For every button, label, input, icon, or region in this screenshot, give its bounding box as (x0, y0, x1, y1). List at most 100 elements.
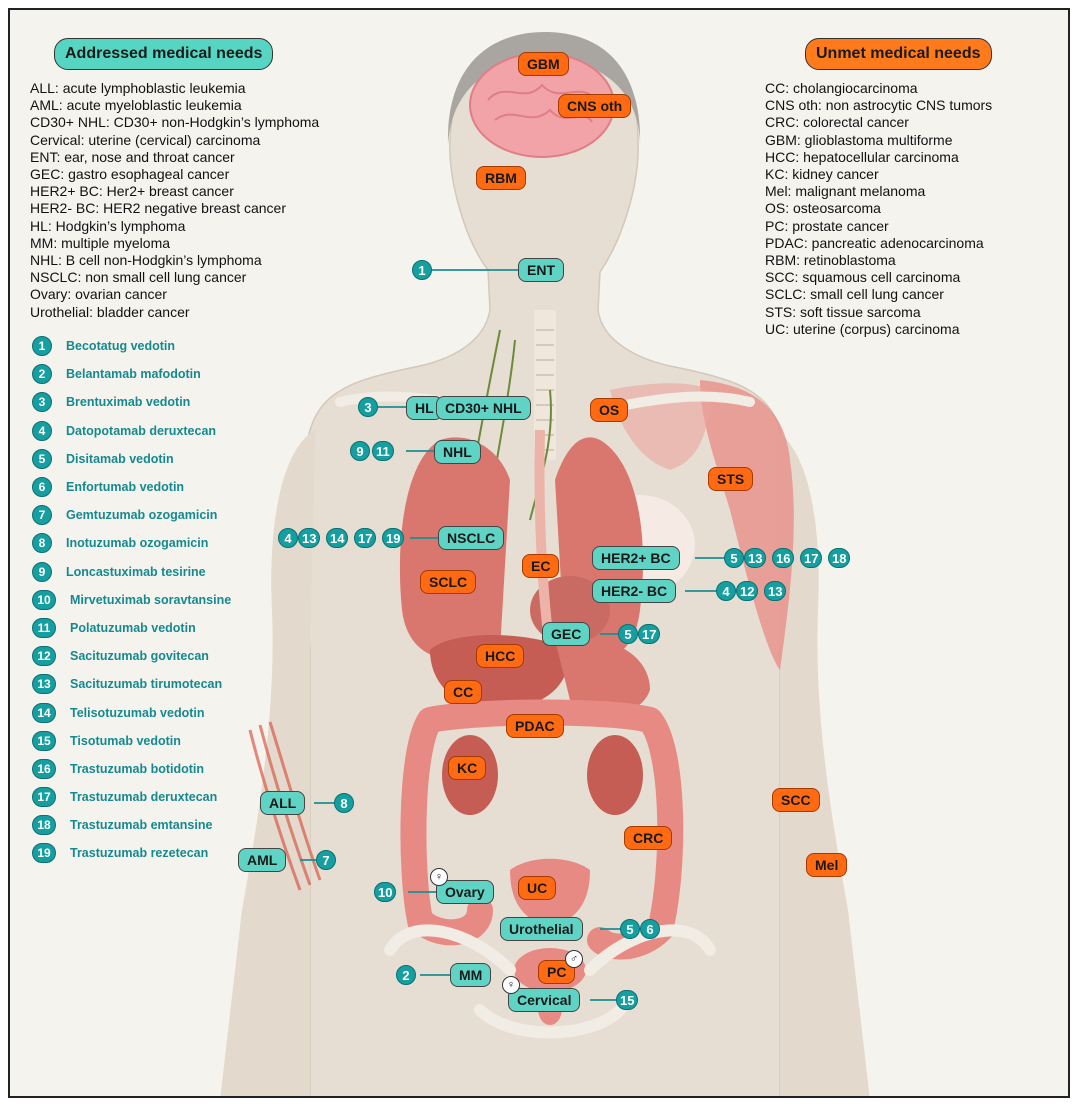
female-symbol-icon: ♀ (502, 976, 520, 994)
abbr-item: CC: cholangiocarcinoma (765, 80, 918, 96)
drug-name: Sacituzumab tirumotecan (70, 677, 223, 692)
drug-name: Inotuzumab ozogamicin (66, 536, 209, 551)
drug-number: 10 (32, 589, 56, 610)
drug-number: 15 (32, 730, 56, 751)
her2-positive-drug-pill: 13 (744, 548, 767, 568)
drug-number: 11 (32, 617, 56, 638)
right-kidney (587, 735, 643, 815)
drug-name: Mirvetuximab soravtansine (70, 592, 232, 607)
drug-number: 13 (32, 674, 56, 695)
unmet-label-uc: UC (518, 876, 557, 900)
abbr-item: CD30+ NHL: CD30+ non-Hodgkin’s lymphoma (30, 114, 320, 131)
addressed-label-her2-negative-bc: HER2- BC (592, 579, 677, 603)
abbr-item: HER2- BC: HER2 negative breast cancer (30, 200, 286, 217)
nsclc-drug-pill: 17 (354, 528, 377, 548)
her2-negative-drug-pill: 13 (764, 581, 787, 601)
addressed-label-gec: GEC (542, 622, 591, 646)
drug-number: 4 (32, 420, 52, 441)
drug-name: Belantamab mafodotin (66, 367, 201, 382)
drug-legend-item: 10 Mirvetuximab soravtansine (32, 586, 231, 614)
addressed-label-nsclc: NSCLC (438, 526, 505, 550)
drug-number: 6 (32, 477, 52, 498)
unmet-label-ec: EC (522, 554, 560, 578)
drug-legend-item: 6 Enfortumab vedotin (32, 473, 231, 501)
abbr-item: MM: multiple myeloma (30, 234, 171, 251)
abbr-item: PC: prostate cancer (765, 217, 889, 234)
her2-negative-drug-pill: 12 (736, 581, 759, 601)
hl-drug-pill: 3 (358, 397, 378, 417)
addressed-label-urothelial: Urothelial (500, 917, 583, 941)
drug-number: 16 (32, 758, 56, 779)
abbr-item: GEC: gastro esophageal cancer (30, 166, 230, 183)
unmet-label-os: OS (590, 398, 629, 422)
abbr-item: HL: Hodgkin’s lymphoma (30, 217, 186, 234)
ovary-drug-pill: 10 (374, 882, 397, 902)
drug-number: 19 (32, 843, 56, 864)
abbr-item: SCC: squamous cell carcinoma (765, 269, 961, 286)
drug-name: Trastuzumab emtansine (70, 818, 213, 833)
abbr-item: Mel: malignant melanoma (765, 183, 926, 200)
drug-legend-item: 16 Trastuzumab botidotin (32, 755, 231, 783)
gec-drug-pill: 17 (638, 624, 661, 644)
drug-name: Brentuximab vedotin (66, 395, 191, 410)
abbr-item: HER2+ BC: Her2+ breast cancer (30, 183, 234, 200)
abbr-item: KC: kidney cancer (765, 166, 879, 183)
unmet-label-cns-oth: CNS oth (558, 94, 632, 118)
abbr-item: OS: osteosarcoma (765, 200, 881, 217)
drug-name: Trastuzumab rezetecan (70, 846, 209, 861)
unmet-abbreviation-list: CC: cholangiocarcinoma CNS oth: non astr… (765, 80, 992, 338)
abbr-item: CNS oth: non astrocytic CNS tumors (765, 97, 993, 114)
drug-name: Trastuzumab botidotin (70, 761, 205, 776)
drug-number: 14 (32, 702, 56, 723)
abbr-item: STS: soft tissue sarcoma (765, 303, 921, 320)
ent-drug-pill: 1 (412, 260, 432, 280)
nsclc-drug-pill: 13 (298, 528, 321, 548)
abbr-item: RBM: retinoblastoma (765, 252, 896, 269)
figure-frame: Addressed medical needs Unmet medical ne… (8, 8, 1070, 1098)
her2-positive-drug-pill: 16 (772, 548, 795, 568)
all-drug-pill: 8 (334, 793, 354, 813)
drug-name: Enfortumab vedotin (66, 480, 185, 495)
addressed-label-aml: AML (238, 848, 287, 872)
her2-positive-drug-pill: 17 (800, 548, 823, 568)
drug-name: Polatuzumab vedotin (70, 620, 196, 635)
abbr-item: HCC: hepatocellular carcinoma (765, 148, 959, 165)
drug-name: Loncastuximab tesirine (66, 564, 206, 579)
urothelial-drug-pill: 6 (640, 919, 660, 939)
gec-drug-pill: 5 (618, 624, 638, 644)
abbr-item: GBM: glioblastoma multiforme (765, 131, 953, 148)
nhl-drug-pill: 9 (350, 441, 370, 461)
abbr-item: Ovary: ovarian cancer (30, 286, 167, 303)
unmet-label-crc: CRC (624, 826, 673, 850)
her2-negative-drug-pill: 4 (716, 581, 736, 601)
drug-legend-item: 13 Sacituzumab tirumotecan (32, 670, 231, 698)
nsclc-drug-pill: 19 (382, 528, 405, 548)
her2-positive-drug-pill: 5 (724, 548, 744, 568)
her2-positive-drug-pill: 18 (828, 548, 851, 568)
cervical-drug-pill: 15 (616, 990, 639, 1010)
unmet-needs-header: Unmet medical needs (805, 38, 992, 70)
unmet-label-gbm: GBM (518, 52, 569, 76)
addressed-label-her2-positive-bc: HER2+ BC (592, 546, 680, 570)
drug-number: 3 (32, 392, 52, 413)
drug-number: 7 (32, 505, 52, 526)
abbr-item: Cervical: uterine (cervical) carcinoma (30, 131, 261, 148)
drug-number: 9 (32, 561, 52, 582)
drug-number: 5 (32, 448, 52, 469)
abbr-item: ALL: acute lymphoblastic leukemia (30, 80, 246, 96)
mm-drug-pill: 2 (396, 965, 416, 985)
unmet-label-sts: STS (708, 467, 754, 491)
abbr-item: ENT: ear, nose and throat cancer (30, 148, 235, 165)
addressed-label-cervical: Cervical (508, 988, 581, 1012)
stomach (555, 637, 650, 714)
addressed-label-ent: ENT (518, 258, 564, 282)
